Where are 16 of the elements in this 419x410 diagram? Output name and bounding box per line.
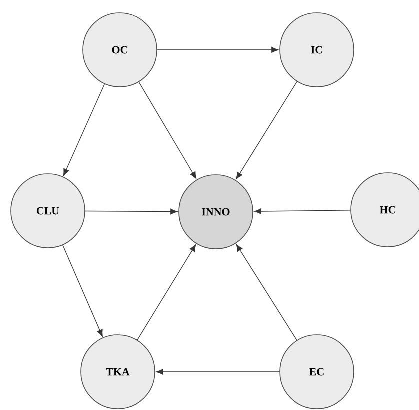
circle-node: INNO [178,174,254,250]
arrow [254,208,351,214]
arrow [156,369,280,375]
arrow [138,82,197,180]
arrow [137,244,196,340]
arrow [63,84,106,176]
arrow [236,244,298,341]
arrow [85,208,178,215]
circle-node: IC [280,12,354,88]
arrow [157,47,279,53]
arrow [236,81,298,180]
circle-node: TKA [80,334,156,410]
circle-node: CLU [10,174,86,248]
arrow [62,244,103,337]
circle-node: EC [280,334,354,410]
circle-node: OC [82,12,158,88]
